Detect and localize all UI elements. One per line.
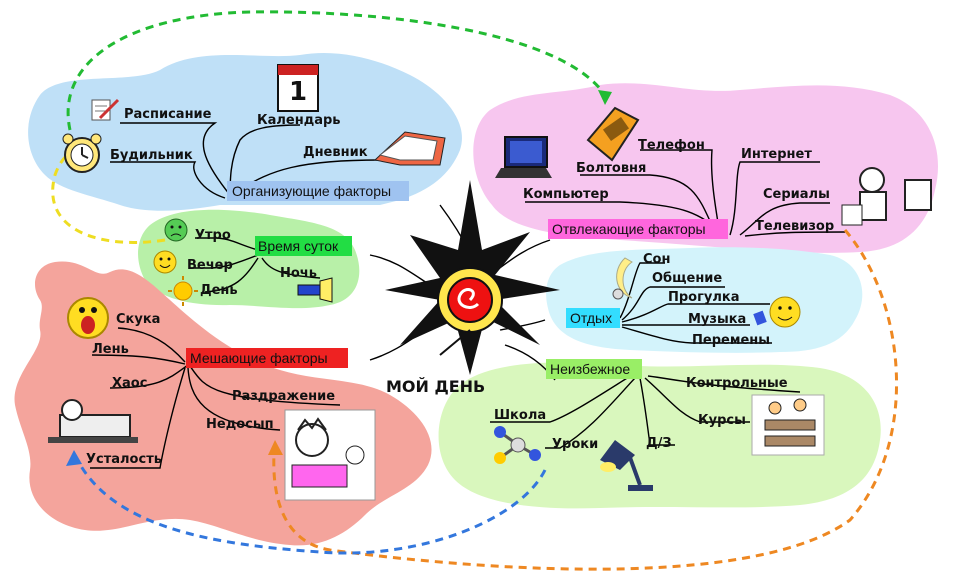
organizing-branch-title: Организующие факторы bbox=[232, 183, 392, 199]
organizing-cloud bbox=[28, 52, 462, 211]
distracting-cloud bbox=[473, 83, 938, 253]
item-night: Ночь bbox=[280, 266, 317, 281]
item-tests: Контрольные bbox=[686, 376, 788, 391]
item-evening: Вечер bbox=[187, 258, 233, 273]
item-computer: Компьютер bbox=[523, 187, 609, 202]
calendar-icon: 1 bbox=[277, 64, 319, 112]
item-chaos: Хаос bbox=[112, 376, 148, 391]
item-morning: Утро bbox=[195, 228, 231, 243]
item-day: День bbox=[200, 283, 238, 298]
person-at-tv-icon bbox=[841, 167, 932, 226]
unavoidable-branch-title: Неизбежное bbox=[550, 361, 631, 377]
item-chatter: Болтовня bbox=[576, 161, 647, 176]
item-tv: Телевизор bbox=[755, 219, 835, 234]
item-courses: Курсы bbox=[698, 413, 746, 428]
telephone-icon bbox=[586, 106, 640, 162]
item-schedule: Расписание bbox=[124, 107, 212, 122]
item-communication: Общение bbox=[652, 271, 723, 286]
center-title: МОЙ ДЕНЬ bbox=[386, 377, 486, 396]
distracting-branch-title: Отвлекающие факторы bbox=[552, 221, 706, 237]
item-laziness: Лень bbox=[92, 342, 129, 357]
sun-icon bbox=[168, 276, 198, 306]
item-homework: Д/З bbox=[646, 436, 672, 451]
pencil-note-icon bbox=[91, 98, 120, 121]
item-walk: Прогулка bbox=[668, 290, 740, 305]
smiley-face-icon bbox=[153, 250, 177, 274]
item-music: Музыка bbox=[688, 312, 747, 327]
laptop-icon bbox=[495, 136, 552, 178]
item-lessons: Уроки bbox=[552, 437, 599, 452]
item-tiredness: Усталость bbox=[86, 452, 162, 467]
item-internet: Интернет bbox=[741, 147, 812, 162]
item-irritation: Раздражение bbox=[232, 389, 336, 404]
yawning-face-icon bbox=[67, 297, 109, 339]
daytime-branch-title: Время суток bbox=[258, 238, 339, 254]
music-smiley-icon bbox=[753, 296, 801, 328]
item-breaks: Перемены bbox=[692, 333, 770, 348]
item-boredom: Скука bbox=[116, 312, 161, 327]
hindering-branch-title: Мешающие факторы bbox=[190, 350, 328, 366]
flashlight-icon bbox=[297, 277, 333, 303]
item-school: Школа bbox=[494, 408, 547, 423]
moon-icon bbox=[612, 257, 633, 300]
item-series: Сериалы bbox=[763, 187, 830, 202]
item-sleep: Сон bbox=[643, 252, 671, 267]
item-alarm: Будильник bbox=[110, 148, 193, 163]
sad-face-icon bbox=[164, 218, 188, 242]
item-phone: Телефон bbox=[638, 138, 705, 153]
alarm-clock-icon bbox=[62, 133, 102, 173]
waking-person-icon bbox=[284, 409, 376, 501]
molecule-icon bbox=[494, 426, 541, 464]
desk-lamp-icon bbox=[600, 440, 653, 491]
item-sleepless: Недосып bbox=[206, 417, 274, 432]
sleeping-person-icon bbox=[48, 399, 138, 443]
calendar-icon-number: 1 bbox=[289, 77, 307, 107]
open-book-icon bbox=[373, 131, 446, 166]
item-diary: Дневник bbox=[303, 145, 368, 160]
rest-branch-title: Отдых bbox=[570, 310, 613, 326]
item-calendar: Календарь bbox=[257, 113, 341, 128]
students-at-desks-icon bbox=[751, 394, 825, 456]
spiky-clock-icon bbox=[385, 180, 560, 375]
